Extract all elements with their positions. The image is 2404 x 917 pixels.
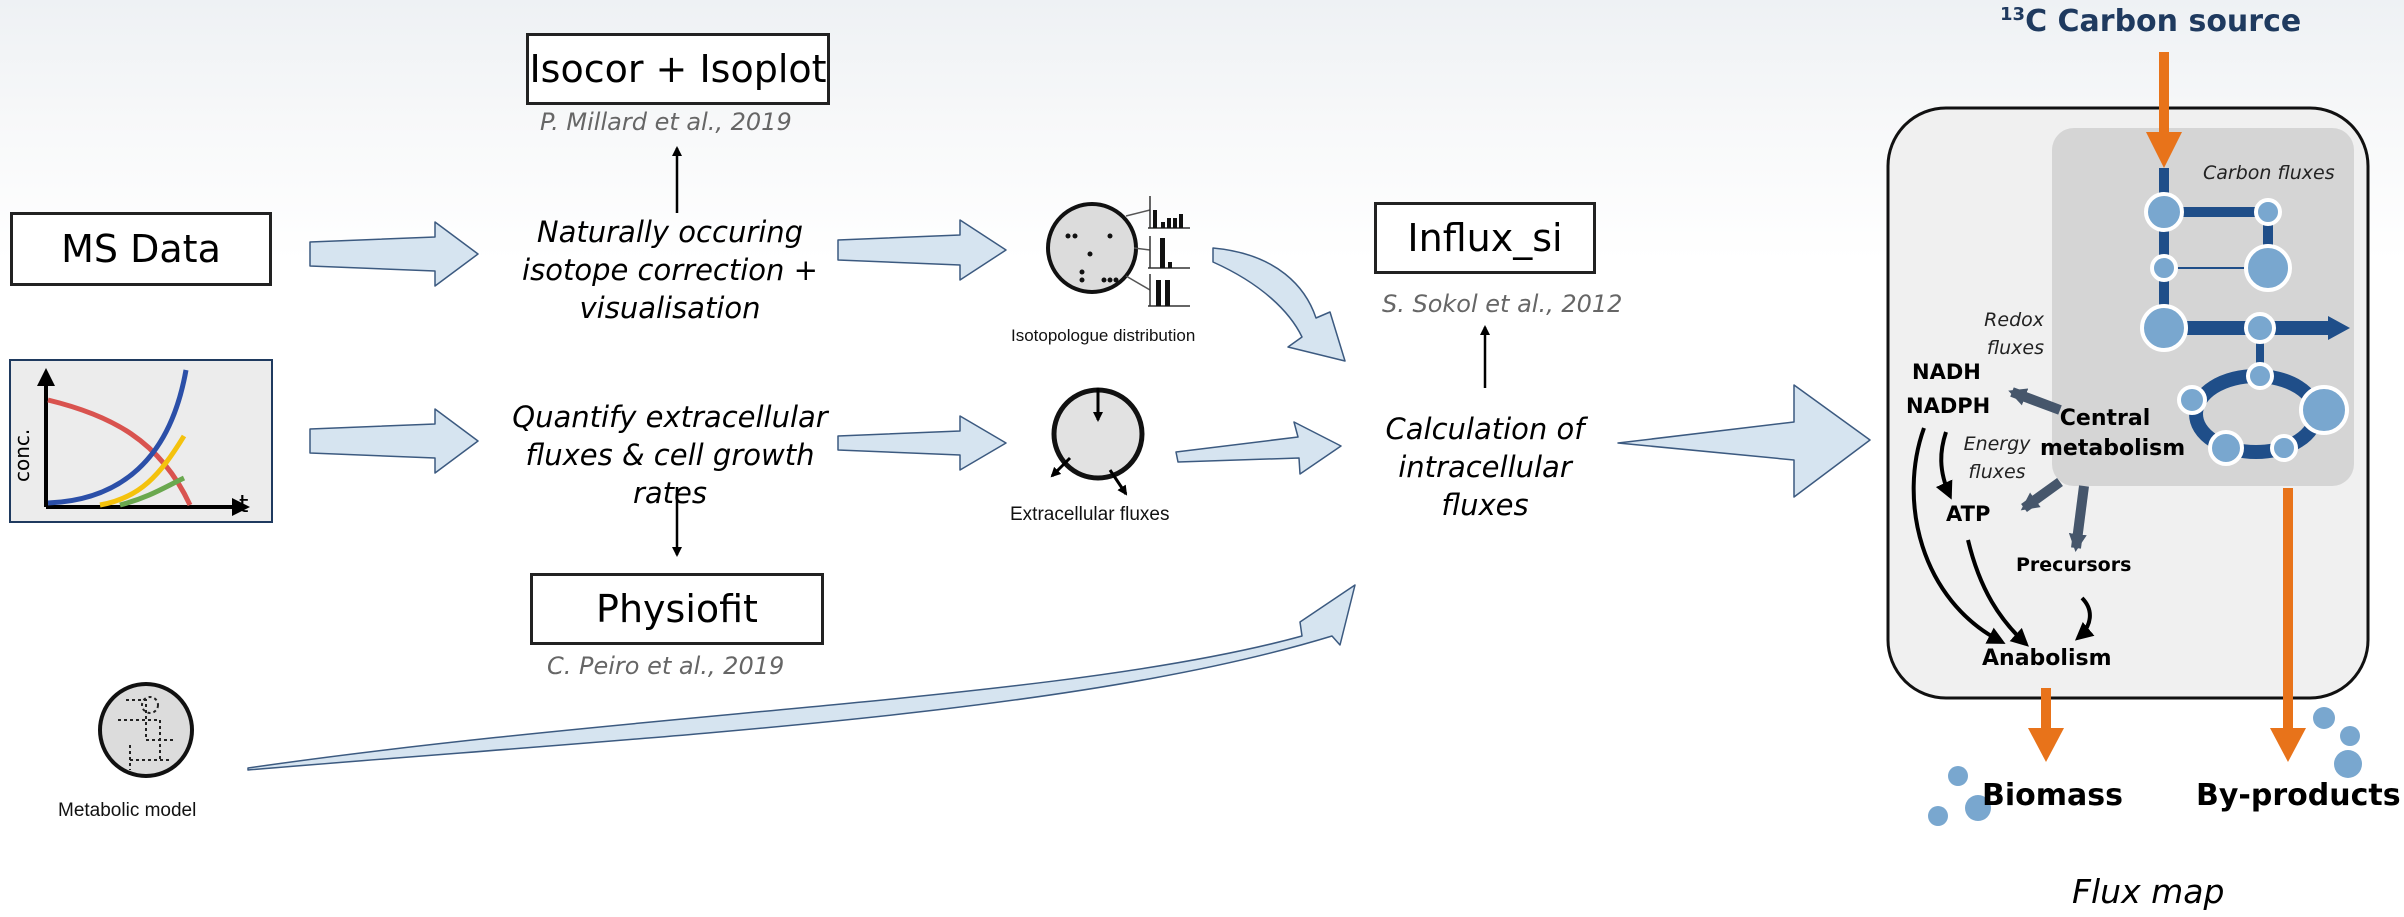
flow-arrow-correction-to-isotopologue xyxy=(837,219,1007,281)
nadh-label: NADH xyxy=(1912,360,1981,384)
quantify-fluxes-step: Quantify extracellular fluxes & cell gro… xyxy=(512,400,828,510)
physiofit-citation: C. Peiro et al., 2019 xyxy=(547,652,785,680)
metabolic-model-label: Metabolic model xyxy=(58,800,197,821)
isotopologue-icon xyxy=(1046,196,1190,307)
precursors-label: Precursors xyxy=(2016,554,2132,576)
flux-map-title: Flux map xyxy=(2072,872,2225,911)
ms-data-box: MS Data xyxy=(10,212,272,286)
anabolism-label: Anabolism xyxy=(1982,646,2112,671)
concentration-chart xyxy=(9,359,273,523)
energy-fluxes-label: Energy fluxes xyxy=(1963,433,2031,483)
redox-fluxes-label: Redox fluxes xyxy=(1984,309,2044,359)
carbon-source-title: 13C Carbon source xyxy=(2000,4,2301,39)
nadph-label: NADPH xyxy=(1906,394,1991,418)
influx-name: Influx_si xyxy=(1407,216,1563,260)
biomass-label: Biomass xyxy=(1982,778,2123,813)
central-metabolism-label: Central metabolism xyxy=(2040,406,2186,461)
flow-arrow-isotopologue-to-calculation xyxy=(1212,247,1346,362)
influx-citation: S. Sokol et al., 2012 xyxy=(1382,290,1623,318)
extracellular-icon xyxy=(1050,387,1145,496)
ms-data-label: MS Data xyxy=(61,227,221,271)
metabolic-model-icon xyxy=(98,682,194,778)
extracellular-label: Extracellular fluxes xyxy=(1010,504,1170,525)
carbon-fluxes-label: Carbon fluxes xyxy=(2203,162,2335,184)
isocor-citation: P. Millard et al., 2019 xyxy=(540,108,792,136)
byproducts-label: By-products xyxy=(2196,778,2401,813)
isocor-box: Isocor + Isoplot xyxy=(526,33,830,105)
isotopologue-label: Isotopologue distribution xyxy=(1011,326,1196,345)
carbon-source-isotope: 13 xyxy=(2000,4,2026,25)
physiofit-name: Physiofit xyxy=(596,587,758,631)
flow-arrow-model-to-calculation xyxy=(247,584,1356,771)
flow-arrow-conc-to-quantify xyxy=(309,408,479,474)
physiofit-box: Physiofit xyxy=(530,573,824,645)
flow-arrow-extracellular-to-calculation xyxy=(1175,421,1342,475)
flow-arrow-quantify-to-extracellular xyxy=(837,415,1007,471)
flow-arrow-to-flux-map xyxy=(1617,384,1871,498)
flux-map-diagram xyxy=(1886,52,2370,826)
isocor-name: Isocor + Isoplot xyxy=(529,47,827,91)
influx-box: Influx_si xyxy=(1374,202,1596,274)
flow-arrow-ms-to-correction xyxy=(309,221,479,287)
carbon-source-label: C Carbon source xyxy=(2025,4,2302,39)
calculation-step: Calculation of intracellular fluxes xyxy=(1385,412,1585,522)
atp-label: ATP xyxy=(1946,502,1991,526)
isotope-correction-step: Naturally occuring isotope correction + … xyxy=(522,215,818,325)
time-axis-label: t xyxy=(239,490,249,518)
conc-axis-label: conc. xyxy=(10,428,34,482)
